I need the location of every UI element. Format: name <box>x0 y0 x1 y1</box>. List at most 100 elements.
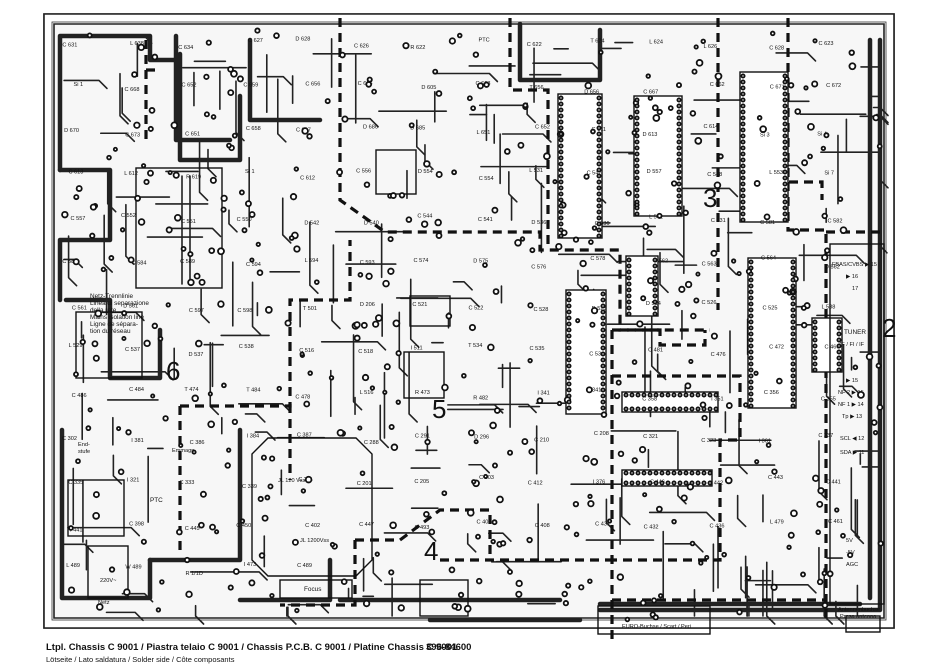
ic-pin <box>676 139 682 145</box>
component-designator: C 631 <box>62 43 77 49</box>
ic-pin <box>634 211 640 217</box>
ic-pin <box>836 325 842 331</box>
pad <box>575 318 581 324</box>
pad <box>435 90 443 97</box>
component-designator: C 402 <box>305 523 320 529</box>
pad <box>194 339 203 348</box>
pad <box>92 512 100 520</box>
trace <box>309 221 319 295</box>
ic-pin <box>596 167 602 173</box>
component-designator: D 670 <box>64 128 79 134</box>
component-designator: C 450 <box>236 523 251 529</box>
ic-pin <box>790 259 796 265</box>
tuner-pin: 17 <box>852 286 858 292</box>
component-designator: C 537 <box>125 347 140 353</box>
component-designator: C 521 <box>412 302 427 308</box>
pad <box>288 235 295 241</box>
pad <box>562 600 570 607</box>
copper-areas <box>57 21 883 623</box>
pad <box>143 178 150 186</box>
ic-pin <box>676 163 682 169</box>
component-designator: C 651 <box>185 131 200 137</box>
pad <box>807 153 813 160</box>
ic-pin <box>626 311 632 317</box>
pad <box>336 428 345 437</box>
pad <box>451 169 457 176</box>
ic-pin <box>740 73 746 79</box>
component-designator: C 441 <box>826 480 841 486</box>
ic-pin <box>626 287 632 293</box>
pad <box>357 272 364 278</box>
ic-pin <box>748 349 754 355</box>
pad <box>143 339 151 348</box>
ic-pin <box>836 355 842 361</box>
pad <box>369 385 376 391</box>
ic-pin <box>600 393 606 399</box>
pad <box>701 414 708 421</box>
ic-pin <box>652 305 658 311</box>
pad <box>848 49 855 56</box>
pad <box>514 238 522 247</box>
pad <box>689 110 697 117</box>
pad <box>471 479 477 485</box>
ic-pin <box>782 115 788 121</box>
pad <box>565 582 572 589</box>
ic-pin <box>790 337 796 343</box>
pad <box>147 169 154 177</box>
ic-pin <box>782 199 788 205</box>
trace <box>379 404 390 449</box>
pad <box>483 81 490 88</box>
component-designator: C 547 <box>587 170 602 176</box>
ic-pin <box>596 221 602 227</box>
pad <box>457 591 465 598</box>
ic-pin <box>596 107 602 113</box>
pad <box>209 523 216 531</box>
pad <box>198 278 206 286</box>
pad <box>670 180 678 187</box>
pad <box>561 590 568 598</box>
ic-pin <box>634 139 640 145</box>
component-designator: D 685 <box>410 126 425 132</box>
component-designator: D 542 <box>304 221 319 227</box>
ic-pin <box>695 480 701 486</box>
pad <box>423 510 430 518</box>
pad <box>590 457 599 466</box>
pad <box>137 218 146 226</box>
ic-pin <box>652 275 658 281</box>
ic-pin <box>748 319 754 325</box>
ic-pin <box>676 121 682 127</box>
ic-pin <box>596 233 602 239</box>
pad <box>678 285 686 293</box>
trace <box>320 341 387 351</box>
component-designator: C 461 <box>828 519 843 525</box>
ic-pin <box>600 309 606 315</box>
pad <box>756 115 763 121</box>
pad <box>792 228 800 236</box>
coil-l516 <box>419 579 469 617</box>
pad <box>89 232 96 239</box>
component-designator: C 659 <box>243 83 258 89</box>
ic-pin <box>671 480 677 486</box>
pad <box>402 42 410 50</box>
pad <box>300 488 307 494</box>
component-designator: L 489 <box>66 563 80 569</box>
pad <box>826 570 834 578</box>
trace <box>62 543 94 554</box>
component-designator: C 210 <box>534 438 549 444</box>
ic-pin <box>782 145 788 151</box>
ic-pin <box>626 263 632 269</box>
pad <box>133 121 141 129</box>
ic-pin <box>653 392 659 398</box>
pad <box>556 400 563 407</box>
component-designator: I 341 <box>537 390 549 396</box>
ic-pin <box>836 331 842 337</box>
component-designator: D 613 <box>642 132 657 138</box>
section-label-2: 2 <box>882 313 896 343</box>
ic-pin <box>740 151 746 157</box>
pad <box>807 122 815 131</box>
pad <box>61 210 69 219</box>
ic-pin <box>596 179 602 185</box>
pad <box>492 288 500 295</box>
ic-pin <box>596 137 602 143</box>
ic-pin <box>676 187 682 193</box>
